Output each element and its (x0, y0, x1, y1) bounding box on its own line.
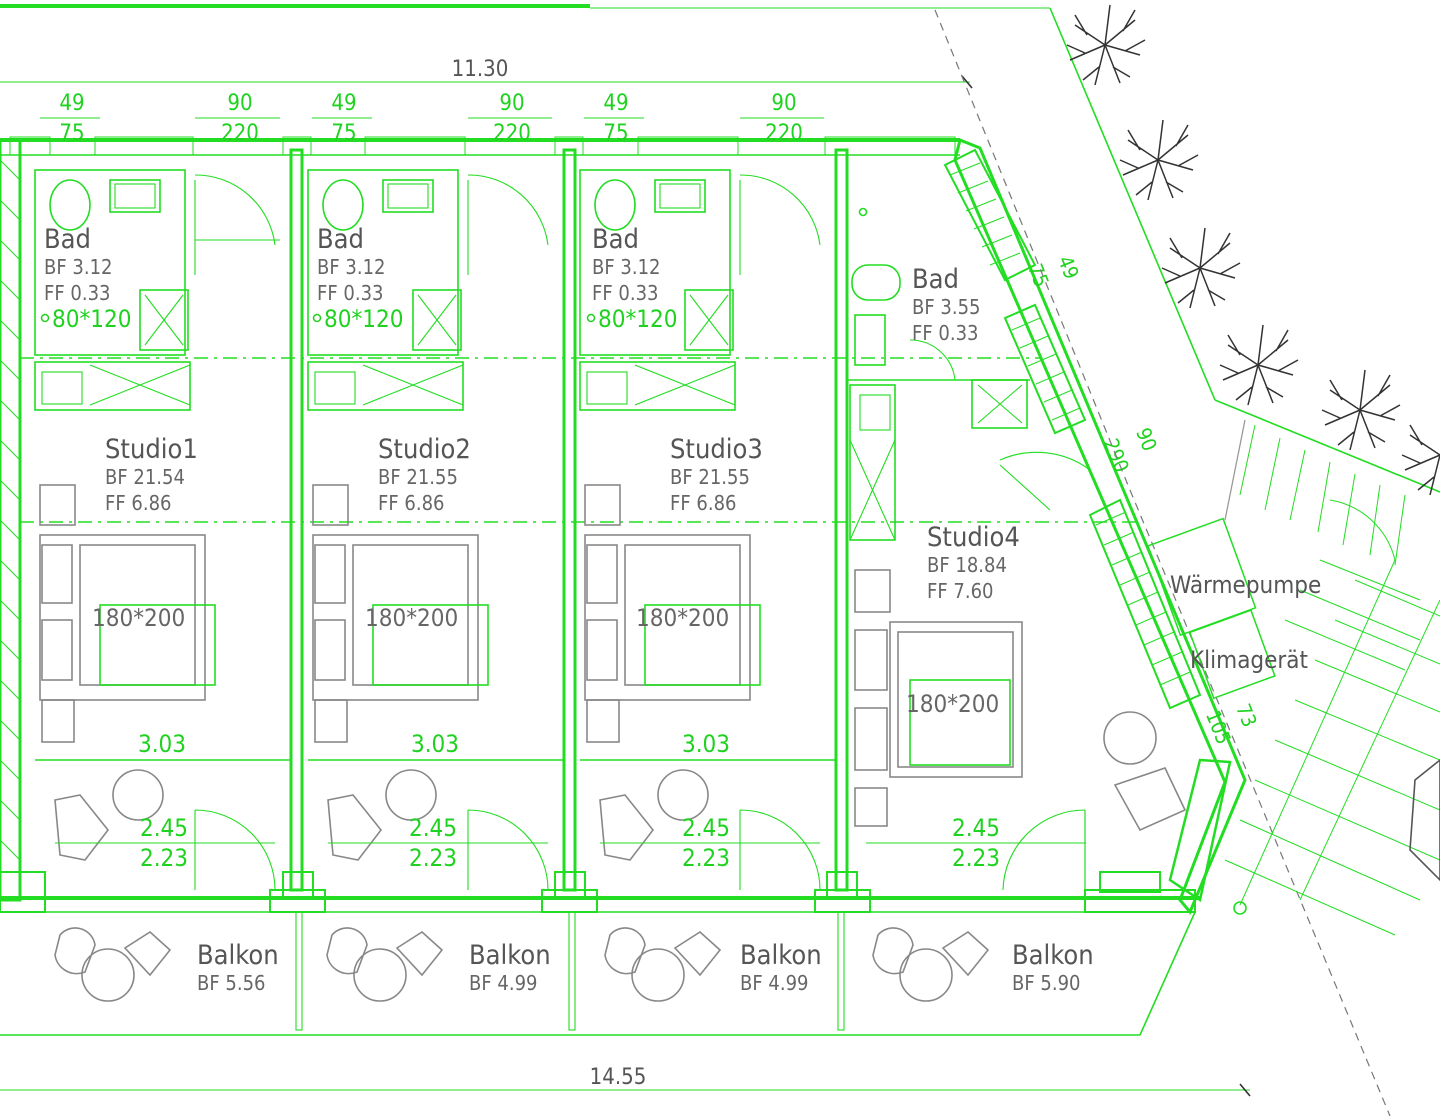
unit-3-fixtures (579, 169, 835, 891)
dim-win-a2-bot: 75 (331, 121, 356, 146)
bathroom-ff: FF 0.33 (592, 281, 658, 305)
unit-2-fixtures (307, 169, 563, 891)
balcony-title: Balkon (197, 940, 279, 971)
bathroom-title: Bad (317, 224, 364, 255)
shower-size: 80*120 (324, 305, 403, 333)
wall-joints (0, 871, 1196, 913)
dim-win-a1-bot: 75 (59, 121, 84, 146)
bathroom-4-labels: Bad BF 3.55 FF 0.33 (912, 264, 980, 345)
dim-win-a3-bot: 75 (603, 121, 628, 146)
bathroom-ff: FF 0.33 (44, 281, 110, 305)
dim-win-b1-top: 90 (227, 91, 252, 116)
shower-marker (586, 313, 596, 323)
dim-win-b1-bot: 220 (221, 121, 259, 146)
studio-title: Studio4 (927, 522, 1020, 553)
dim-door-top: 2.45 (140, 814, 188, 842)
bathroom-1-labels: Bad BF 3.12 FF 0.33 80*120 (40, 224, 131, 333)
unit-4-fixtures (848, 207, 1187, 891)
shower-size: 80*120 (52, 305, 131, 333)
dim-door-bottom: 2.23 (682, 844, 730, 872)
dim-diag-a-top: 49 (1053, 252, 1084, 282)
studio-3-labels: Studio3 BF 21.55 FF 6.86 180*200 3.03 2.… (636, 434, 763, 872)
balcony-bf: BF 4.99 (469, 971, 537, 995)
bathroom-title: Bad (44, 224, 91, 255)
bathroom-title: Bad (592, 224, 639, 255)
top-dimension: 11.30 (0, 57, 973, 89)
exterior-stairs (1049, 7, 1440, 936)
dim-door-top: 2.45 (682, 814, 730, 842)
studio-ff: FF 6.86 (105, 491, 171, 515)
balcony-title: Balkon (469, 940, 551, 971)
balcony-labels: Balkon BF 5.56 Balkon BF 4.99 Balkon BF … (197, 940, 1094, 995)
dim-door-bottom: 2.23 (140, 844, 188, 872)
bed-size: 180*200 (92, 604, 185, 632)
dim-door-bottom: 2.23 (409, 844, 457, 872)
bathroom-bf: BF 3.12 (317, 255, 385, 279)
bathroom-bf: BF 3.12 (592, 255, 660, 279)
balcony-bf: BF 5.56 (197, 971, 265, 995)
dim-door-top: 2.45 (952, 814, 1000, 842)
dim-diag-b-top: 90 (1131, 424, 1162, 454)
studio-2-labels: Studio2 BF 21.55 FF 6.86 180*200 3.03 2.… (365, 434, 471, 872)
studio-title: Studio2 (378, 434, 471, 465)
balcony-title: Balkon (1012, 940, 1094, 971)
dim-room-width: 3.03 (138, 730, 186, 758)
dim-room-width: 3.03 (411, 730, 459, 758)
dim-win-b2-top: 90 (499, 91, 524, 116)
dim-win-b3-bot: 220 (765, 121, 803, 146)
dim-win-a1-top: 49 (59, 91, 84, 116)
ac-unit-label: Klimagerät (1190, 646, 1308, 674)
studio-bf: BF 18.84 (927, 553, 1007, 577)
studio-title: Studio3 (670, 434, 763, 465)
dim-top-total: 11.30 (452, 57, 509, 82)
bathroom-bf: BF 3.55 (912, 295, 980, 319)
dim-door-bottom: 2.23 (952, 844, 1000, 872)
bathroom-title: Bad (912, 264, 959, 295)
shower-size: 80*120 (598, 305, 677, 333)
dim-diag-c-top: 73 (1231, 700, 1262, 730)
bed-size: 180*200 (636, 604, 729, 632)
studio-ff: FF 6.86 (670, 491, 736, 515)
dim-bottom-total: 14.55 (590, 1065, 647, 1090)
bathroom-ff: FF 0.33 (912, 321, 978, 345)
balcony-bf: BF 5.90 (1012, 971, 1080, 995)
bathroom-bf: BF 3.12 (44, 255, 112, 279)
dim-room-width: 3.03 (682, 730, 730, 758)
bottom-dimension: 14.55 (0, 1065, 1251, 1097)
heat-pump-label: Wärmepumpe (1170, 571, 1321, 599)
studio-4-labels: Studio4 BF 18.84 FF 7.60 180*200 2.45 2.… (906, 522, 1020, 872)
balcony-bf: BF 4.99 (740, 971, 808, 995)
dim-win-a2-top: 49 (331, 91, 356, 116)
bathroom-2-labels: Bad BF 3.12 FF 0.33 80*120 (312, 224, 403, 333)
top-windows (9, 136, 956, 156)
dim-win-a3-top: 49 (603, 91, 628, 116)
studio-1-labels: Studio1 BF 21.54 FF 6.86 180*200 3.03 2.… (92, 434, 198, 872)
dim-win-b3-top: 90 (771, 91, 796, 116)
bed-size: 180*200 (365, 604, 458, 632)
studio-bf: BF 21.55 (670, 465, 750, 489)
dim-win-b2-bot: 220 (493, 121, 531, 146)
dim-door-top: 2.45 (409, 814, 457, 842)
room-width-lines (35, 759, 1086, 844)
studio-ff: FF 7.60 (927, 579, 993, 603)
window-dims: 49 75 90 220 49 75 90 220 49 75 90 220 (40, 91, 824, 146)
studio-bf: BF 21.55 (378, 465, 458, 489)
studio-ff: FF 6.86 (378, 491, 444, 515)
bed-size: 180*200 (906, 690, 999, 718)
balcony-title: Balkon (740, 940, 822, 971)
bathroom-ff: FF 0.33 (317, 281, 383, 305)
shower-marker (312, 313, 322, 323)
studio-title: Studio1 (105, 434, 198, 465)
shower-marker (40, 313, 50, 323)
tree-icon (1066, 4, 1440, 496)
bathroom-3-labels: Bad BF 3.12 FF 0.33 80*120 (586, 224, 677, 333)
studio-bf: BF 21.54 (105, 465, 185, 489)
